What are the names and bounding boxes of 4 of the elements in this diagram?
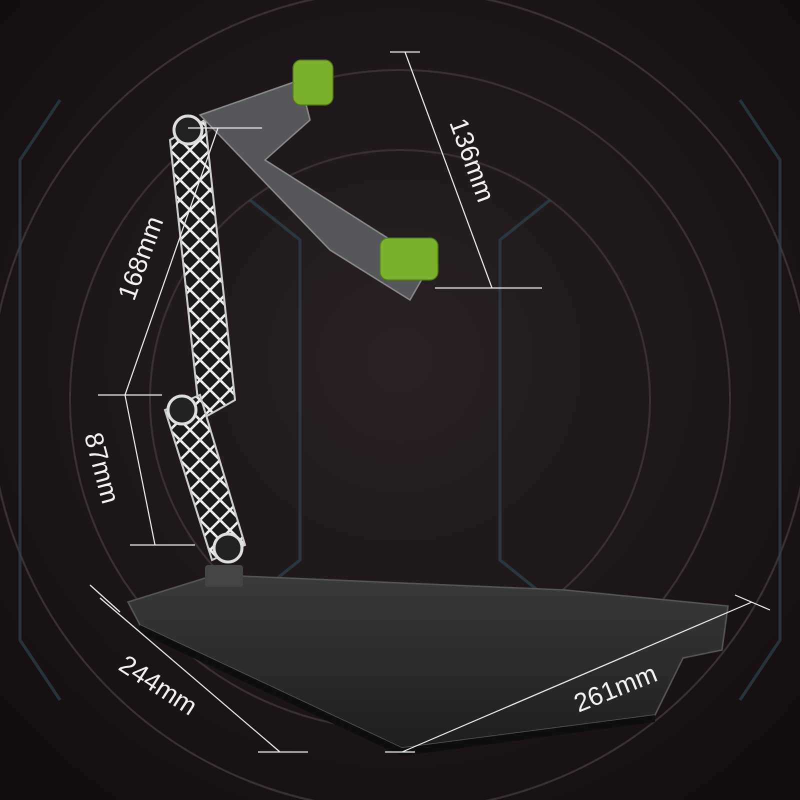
dimension-label: 261mm: [570, 660, 660, 716]
dimension-label: 87mm: [80, 430, 124, 506]
dimension-label: 136mm: [444, 114, 499, 206]
dimension-label: 168mm: [112, 212, 167, 304]
